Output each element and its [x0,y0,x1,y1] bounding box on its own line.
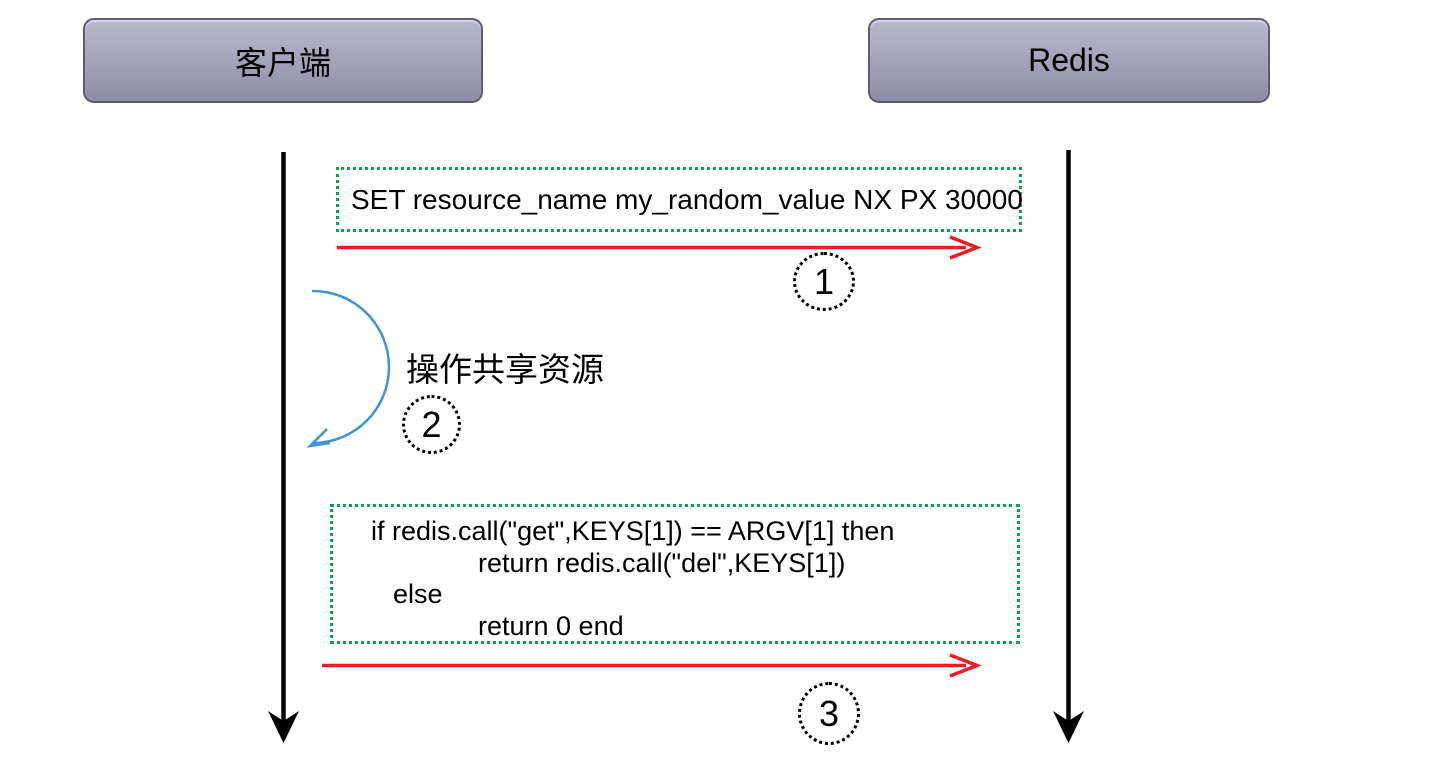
self-action-label: 操作共享资源 [406,351,604,388]
lua-script-line-2: return redis.call("del",KEYS[1]) [478,547,846,578]
self-loop-arrowhead-icon [306,428,331,448]
lua-script-line-1: if redis.call("get",KEYS[1]) == ARGV[1] … [371,516,895,546]
step-number-2: 2 [421,403,442,445]
redis-lifeline-arrowhead-icon [1053,711,1084,743]
step-badge-1: 1 [793,252,855,311]
step-number-3: 3 [818,692,840,734]
step-number-1: 1 [813,260,835,302]
client-lifeline-arrowhead-icon [268,711,299,743]
message-box-set-command: SET resource_name my_random_value NX PX … [336,167,1023,232]
set-command-text: SET resource_name my_random_value NX PX … [351,183,1023,215]
actor-box-client: 客户端 [83,18,483,103]
step-badge-2: 2 [402,395,461,454]
message1-arrowhead-icon [949,235,982,260]
lua-script-line-4: return 0 end [478,610,624,641]
step-badge-3: 3 [798,682,860,745]
message3-arrowhead-icon [949,653,982,678]
actor-label-client: 客户端 [234,44,331,81]
actor-box-redis: Redis [868,18,1270,103]
message-box-lua-script: if redis.call("get",KEYS[1]) == ARGV[1] … [330,504,1020,644]
lua-script-line-3: else [393,579,443,609]
self-loop-arc [311,289,391,445]
actor-label-redis: Redis [1028,42,1110,78]
